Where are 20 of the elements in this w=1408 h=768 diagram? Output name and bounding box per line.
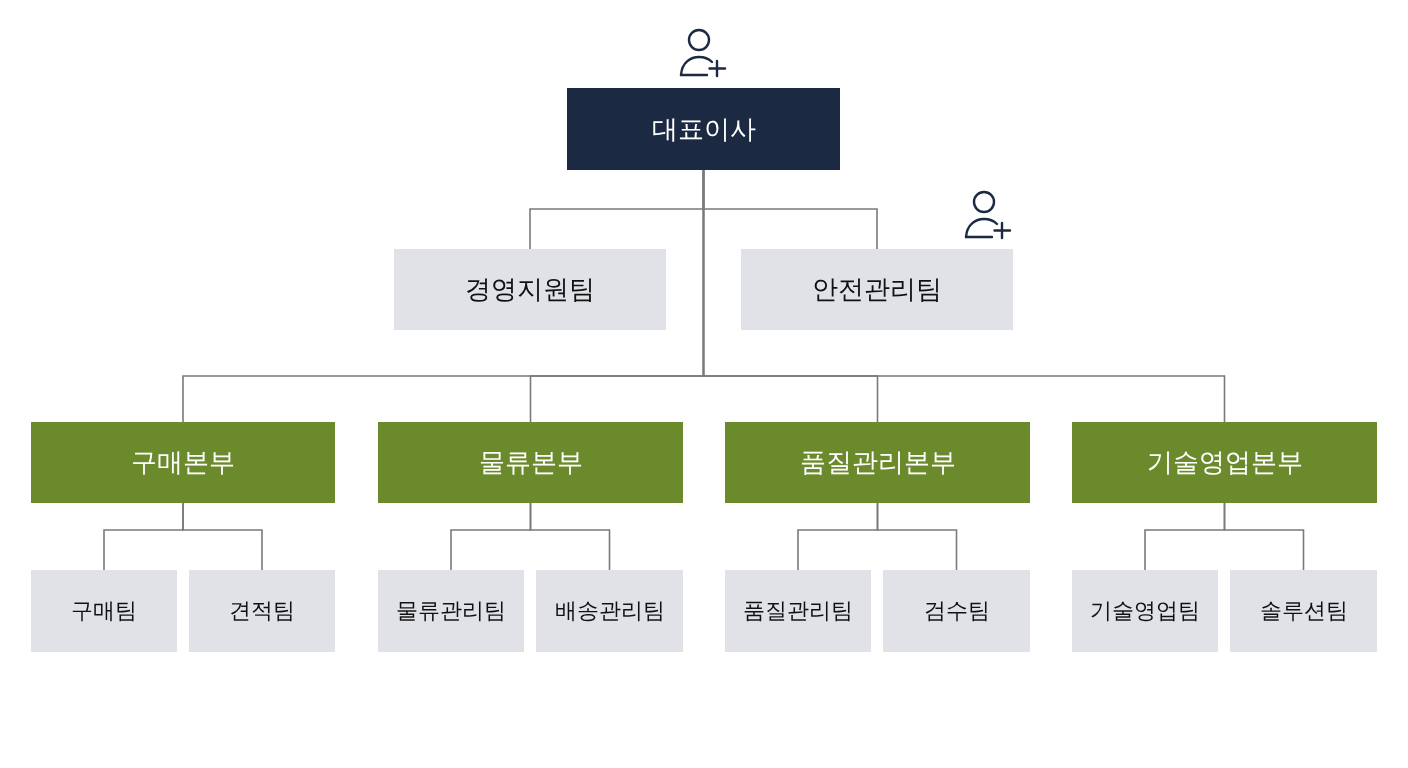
team-box: 기술영업팀: [1072, 570, 1218, 652]
connector-line: [702, 169, 1226, 423]
team-box: 물류관리팀: [378, 570, 524, 652]
team-box: 솔루션팀: [1230, 570, 1377, 652]
executive-box: 대표이사: [567, 88, 840, 170]
team-box: 배송관리팀: [536, 570, 683, 652]
team-box: 검수팀: [883, 570, 1030, 652]
team-box: 구매팀: [31, 570, 177, 652]
team-box: 품질관리팀: [725, 570, 871, 652]
division-box: 품질관리본부: [725, 422, 1030, 503]
connector-line: [529, 502, 611, 571]
team-box: 경영지원팀: [394, 249, 666, 330]
connector-line: [182, 502, 263, 571]
connector-line: [1223, 502, 1305, 571]
division-box: 물류본부: [378, 422, 683, 503]
division-box: 기술영업본부: [1072, 422, 1377, 503]
team-box: 견적팀: [189, 570, 335, 652]
connector-line: [876, 502, 958, 571]
division-box: 구매본부: [31, 422, 335, 503]
team-box: 안전관리팀: [741, 249, 1013, 330]
